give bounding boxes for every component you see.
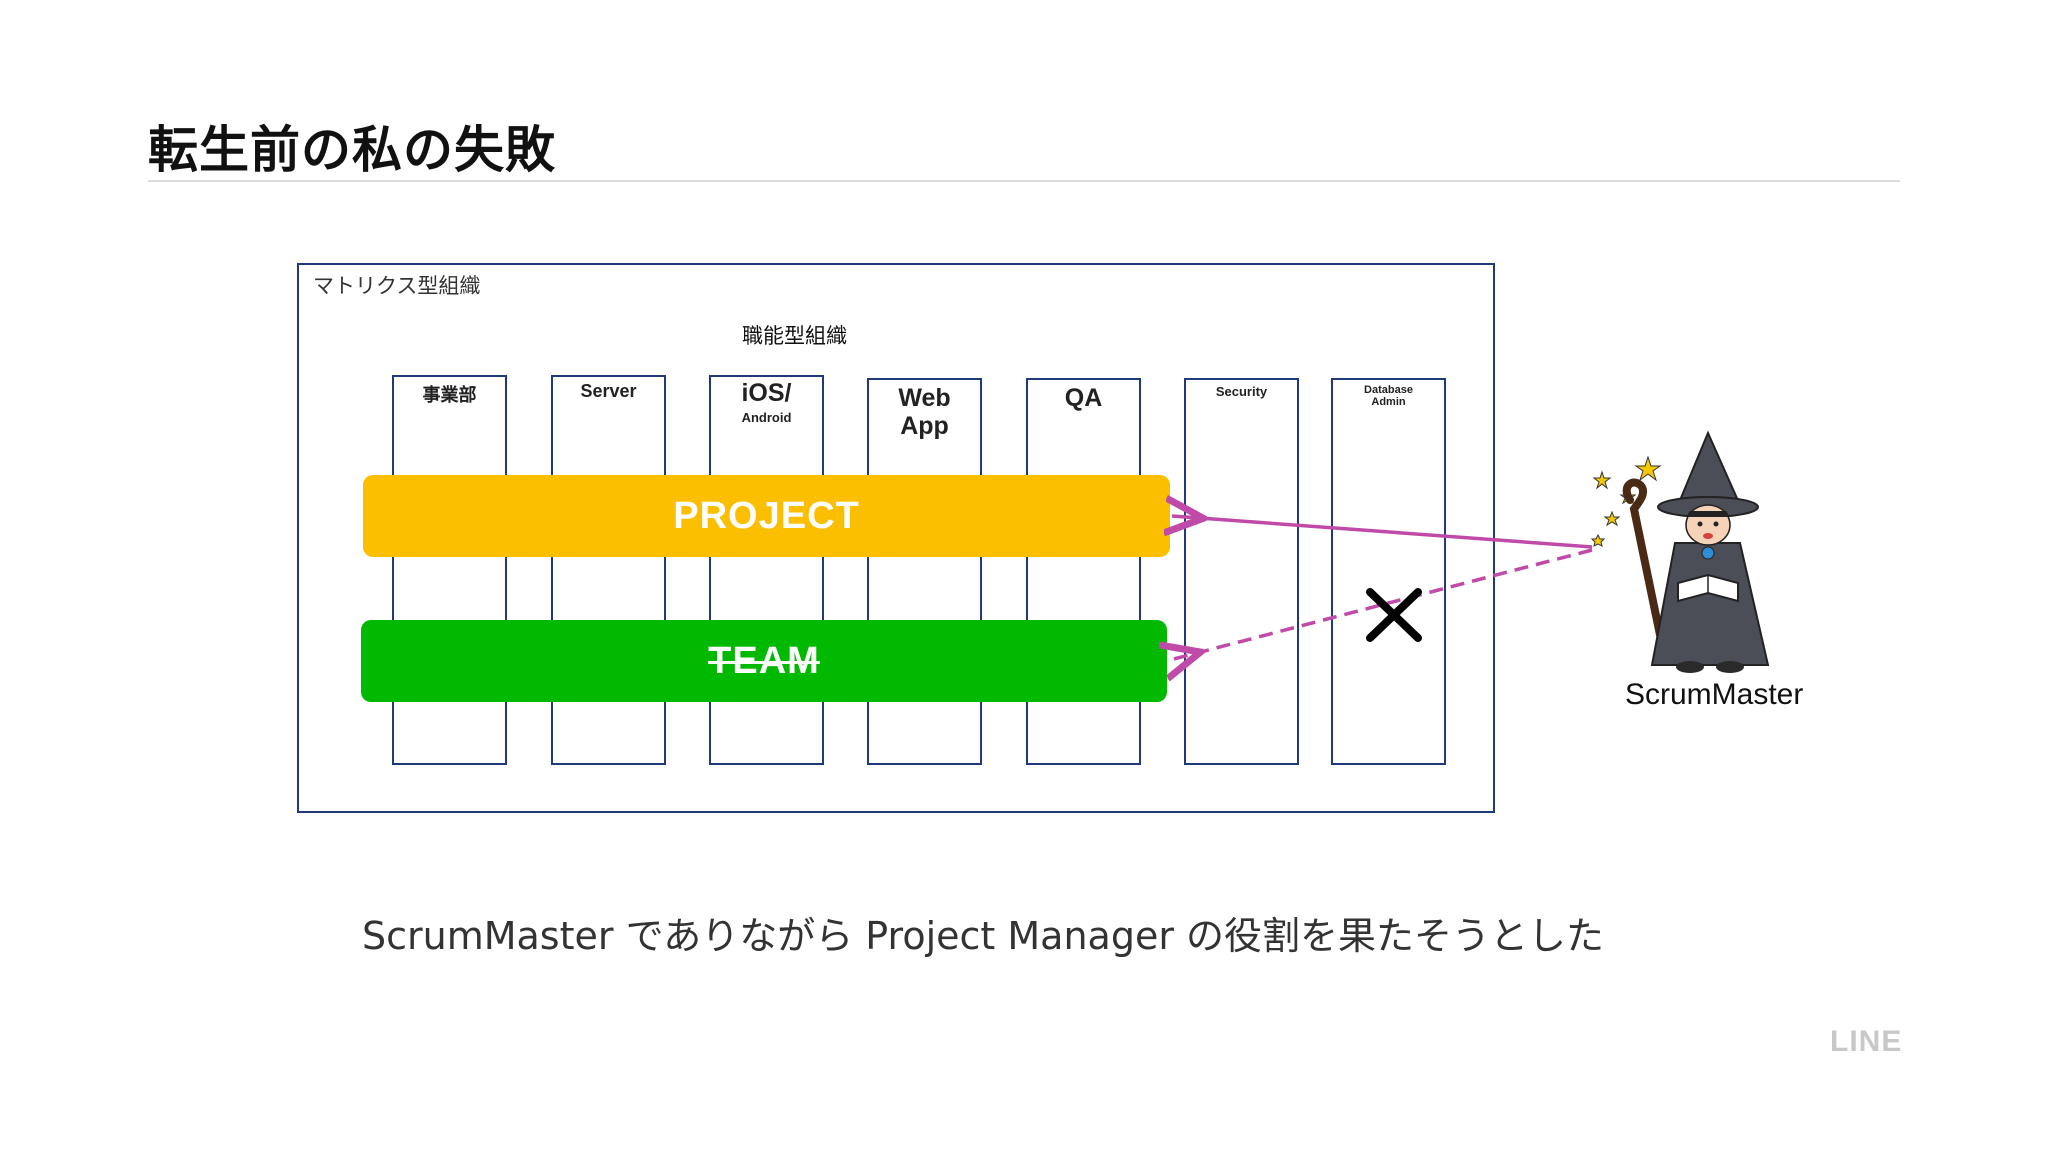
project-band: PROJECT (363, 475, 1170, 557)
column-label: QA (1064, 384, 1103, 412)
slide-title: 転生前の私の失敗 (148, 121, 556, 179)
scrum-master-label: ScrumMaster (1625, 678, 1804, 711)
column-database-admin: Database Admin (1331, 378, 1446, 765)
column-security: Security (1184, 378, 1299, 765)
column-server: Server (551, 375, 666, 765)
column-label: 事業部 (422, 385, 477, 406)
wizard-scrum-master-icon (1590, 430, 1770, 673)
column-label: Database Admin (1364, 384, 1413, 408)
column-web-app: Web App (867, 378, 982, 765)
column-label: Server (580, 381, 637, 401)
team-band-struck: TEAM (361, 620, 1167, 702)
column-sub-label: Android (741, 410, 792, 425)
column-label: Security (1215, 384, 1268, 399)
title-divider (148, 180, 1900, 182)
functional-organization-label: 職能型組織 (742, 324, 847, 348)
column-label: iOS/ (741, 379, 792, 407)
column-qa: QA (1026, 378, 1141, 765)
slide-caption: ScrumMaster でありながら Project Manager の役割を果… (362, 914, 1605, 958)
matrix-organization-label: マトリクス型組織 (313, 274, 481, 298)
column-business-division: 事業部 (392, 375, 507, 765)
column-ios-android: iOS/ Android (709, 375, 824, 765)
column-label: Web App (898, 384, 951, 440)
line-logo: LINE (1830, 1025, 1903, 1058)
